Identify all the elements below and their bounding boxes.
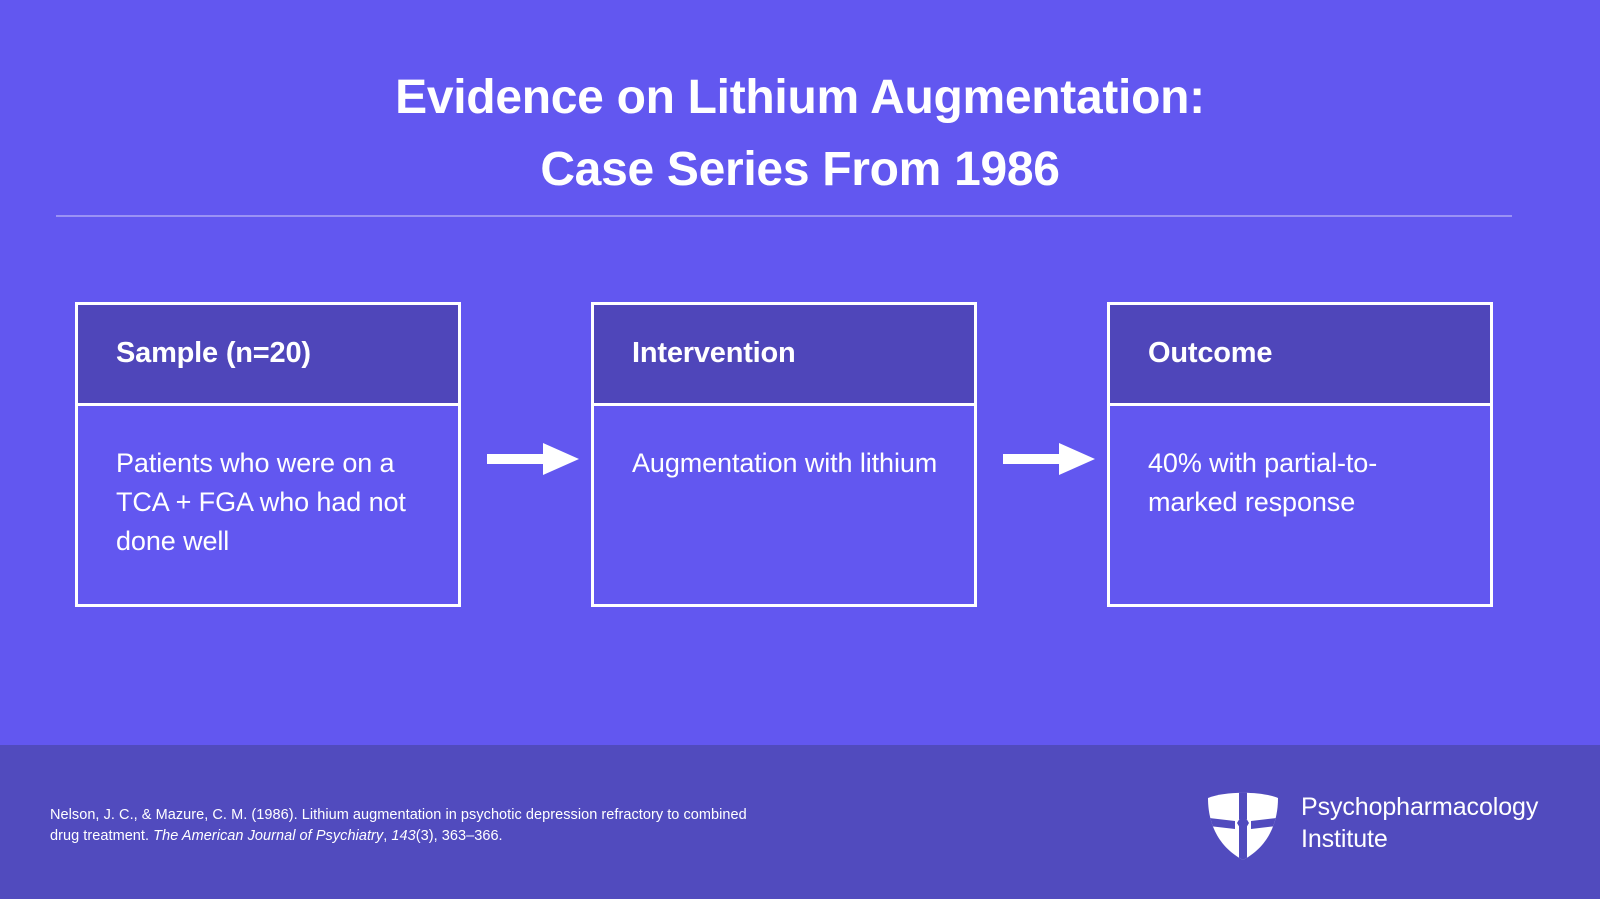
arrow-right-icon [1003, 442, 1095, 476]
flow-card-header-label: Intervention [632, 337, 796, 370]
flow-card-header-label: Outcome [1148, 337, 1273, 370]
flow-card-header: Intervention [594, 305, 974, 406]
title-divider [56, 215, 1512, 217]
flow-card-body-text: Patients who were on a TCA + FGA who had… [116, 448, 406, 556]
flow-card-body: 40% with partial-to-marked response [1110, 406, 1490, 522]
citation-volume: 143 [391, 828, 416, 844]
title-line-1: Evidence on Lithium Augmentation: [395, 71, 1205, 124]
flow-card-body-text: Augmentation with lithium [632, 448, 938, 478]
citation-part-1: Nelson, J. C., & Mazure, C. M. (1986). L… [50, 807, 747, 844]
title-line-2: Case Series From 1986 [540, 143, 1060, 196]
citation-text: Nelson, J. C., & Mazure, C. M. (1986). L… [50, 805, 750, 847]
shield-icon [1205, 789, 1281, 861]
flow-card-outcome: Outcome 40% with partial-to-marked respo… [1107, 302, 1493, 607]
citation-part-2: , [383, 828, 392, 844]
brand-name: Psychopharmacology Institute [1301, 791, 1538, 855]
brand-name-line-1: Psychopharmacology [1301, 793, 1539, 821]
arrow-right-icon [487, 442, 579, 476]
page-title: Evidence on Lithium Augmentation: Case S… [0, 62, 1600, 206]
flow-card-sample: Sample (n=20) Patients who were on a TCA… [75, 302, 461, 607]
flow-card-intervention: Intervention Augmentation with lithium [591, 302, 977, 607]
footer-band: Nelson, J. C., & Mazure, C. M. (1986). L… [0, 745, 1600, 899]
flow-card-header-label: Sample (n=20) [116, 337, 311, 370]
flow-card-body-text: 40% with partial-to-marked response [1148, 448, 1378, 517]
flow-card-body: Augmentation with lithium [594, 406, 974, 483]
flow-card-body: Patients who were on a TCA + FGA who had… [78, 406, 458, 561]
flow-card-header: Sample (n=20) [78, 305, 458, 406]
brand-lockup: Psychopharmacology Institute [1205, 777, 1565, 867]
citation-part-3: (3), 363–366. [415, 828, 503, 844]
flow-card-header: Outcome [1110, 305, 1490, 406]
brand-name-line-2: Institute [1301, 825, 1388, 853]
citation-journal: The American Journal of Psychiatry [153, 828, 384, 844]
process-flow: Sample (n=20) Patients who were on a TCA… [0, 302, 1600, 607]
